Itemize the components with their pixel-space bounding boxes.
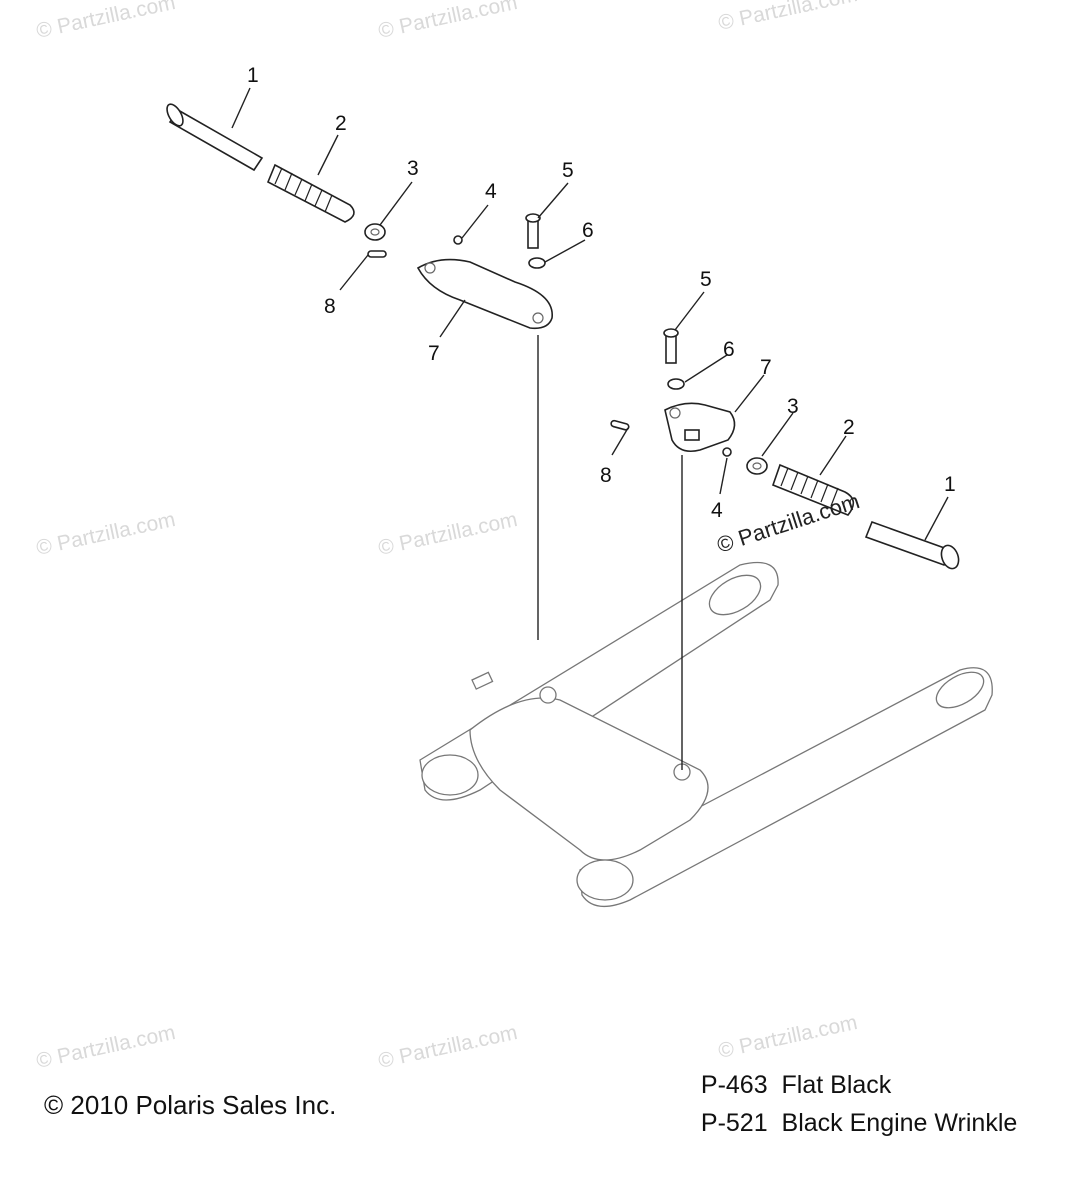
paint-code: P-463 — [700, 1071, 768, 1099]
watermark: © Partzilla.com — [376, 508, 519, 560]
right-footrest-assembly — [610, 328, 960, 570]
paint-desc: Black Engine Wrinkle — [781, 1109, 1018, 1137]
swing-arm — [419, 561, 993, 907]
watermark-dark: © Partzilla.com — [714, 488, 863, 558]
callout-2: 2 — [335, 112, 347, 135]
watermark: © Partzilla.com — [376, 1021, 519, 1073]
callout-2: 2 — [843, 416, 855, 439]
callout-3: 3 — [787, 395, 799, 418]
copyright: © 2010 Polaris Sales Inc. — [44, 1090, 337, 1120]
callout-5: 5 — [562, 159, 574, 182]
paint-desc: Flat Black — [781, 1071, 892, 1099]
watermark: © Partzilla.com — [34, 1021, 177, 1073]
callout-4: 4 — [711, 499, 723, 522]
callout-labels: 1 2 3 4 5 6 7 8 5 6 7 3 2 1 8 4 — [247, 64, 956, 522]
watermark: © Partzilla.com — [34, 0, 177, 43]
callout-1: 1 — [247, 64, 259, 87]
callout-1: 1 — [944, 473, 956, 496]
left-footrest-assembly — [166, 103, 553, 330]
callout-8: 8 — [600, 464, 612, 487]
callout-5: 5 — [700, 268, 712, 291]
callout-4: 4 — [485, 180, 497, 203]
watermark: © Partzilla.com — [34, 508, 177, 560]
callout-7: 7 — [760, 356, 772, 379]
callout-8: 8 — [324, 295, 336, 318]
paint-code-row: P-521 Black Engine Wrinkle — [687, 1080, 1017, 1138]
callout-7: 7 — [428, 342, 440, 365]
paint-code-row: P-463 Flat Black — [687, 1042, 891, 1100]
callout-6: 6 — [723, 338, 735, 361]
callout-3: 3 — [407, 157, 419, 180]
watermark: © Partzilla.com — [376, 0, 519, 43]
callout-6: 6 — [582, 219, 594, 242]
paint-code: P-521 — [700, 1109, 768, 1137]
watermark: © Partzilla.com — [716, 0, 859, 35]
callout-leaders — [231, 87, 949, 541]
